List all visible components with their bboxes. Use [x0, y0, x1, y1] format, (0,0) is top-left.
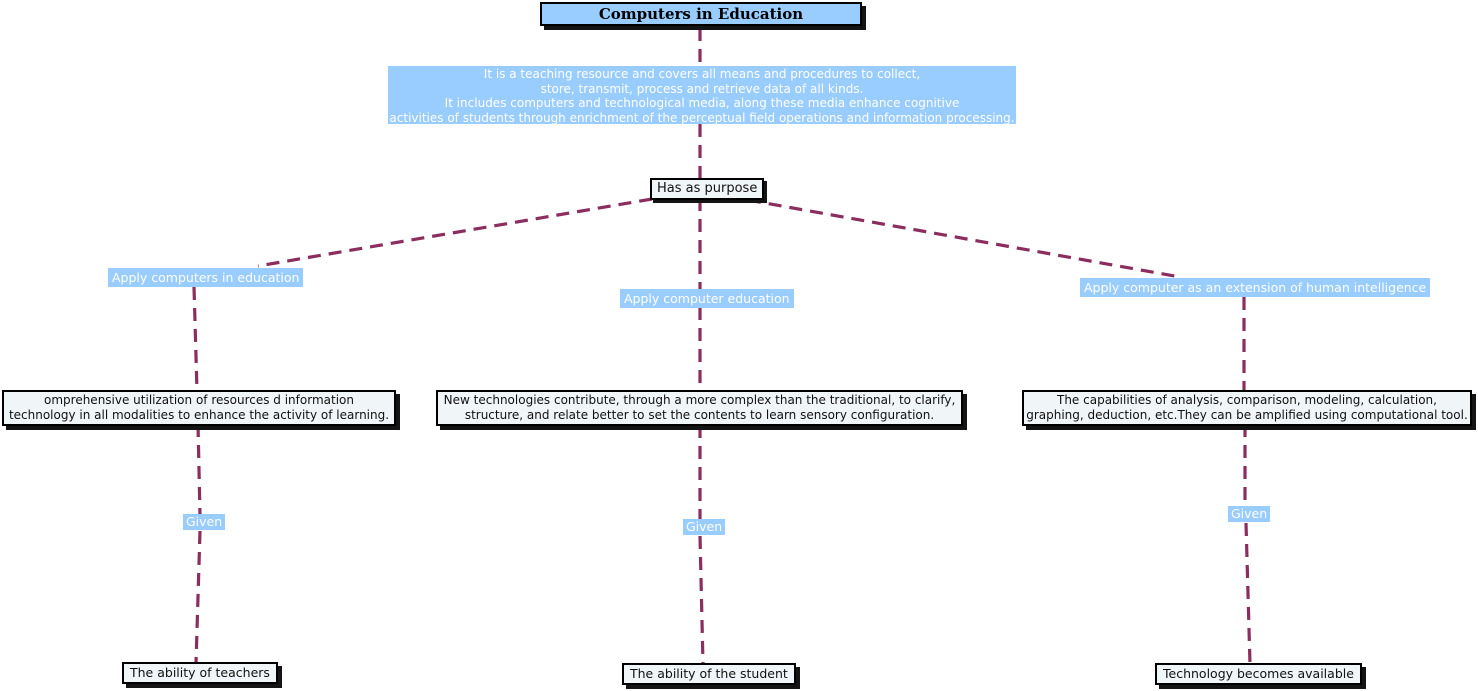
definition-node[interactable]: It is a teaching resource and covers all… [388, 66, 1016, 125]
branch-label-apply-computer-education[interactable]: Apply computer education [620, 289, 794, 308]
detail-node-branch1[interactable]: omprehensive utilization of resources d … [2, 390, 396, 426]
branch-label-apply-computer-extension-of-human-intelligence[interactable]: Apply computer as an extension of human … [1080, 278, 1431, 297]
link-line-detail1-given [196, 423, 202, 516]
link-line-given3-outcome [1244, 522, 1252, 665]
linking-phrase-given-3[interactable]: Given [1228, 506, 1271, 522]
link-line-purpose-branch3 [747, 198, 1181, 279]
link-line-purpose-branch1 [257, 197, 653, 268]
link-line-given1-outcome [194, 530, 202, 664]
detail-node-branch3[interactable]: The capabilities of analysis, comparison… [1022, 390, 1472, 426]
link-line-given2-outcome [698, 535, 705, 665]
linking-phrase-given-1[interactable]: Given [183, 514, 226, 530]
outcome-node-ability-of-teachers[interactable]: The ability of teachers [122, 662, 278, 684]
branch-label-apply-computers-in-education[interactable]: Apply computers in education [108, 268, 304, 287]
outcome-node-ability-of-the-student[interactable]: The ability of the student [622, 663, 796, 685]
link-line-branch1-detail [192, 286, 199, 392]
linking-phrase-has-as-purpose[interactable]: Has as purpose [650, 178, 765, 200]
detail-node-branch2[interactable]: New technologies contribute, through a m… [436, 390, 963, 426]
root-concept-node[interactable]: Computers in Education [540, 2, 862, 26]
linking-phrase-given-2[interactable]: Given [683, 519, 726, 535]
outcome-node-technology-becomes-available[interactable]: Technology becomes available [1155, 663, 1362, 685]
